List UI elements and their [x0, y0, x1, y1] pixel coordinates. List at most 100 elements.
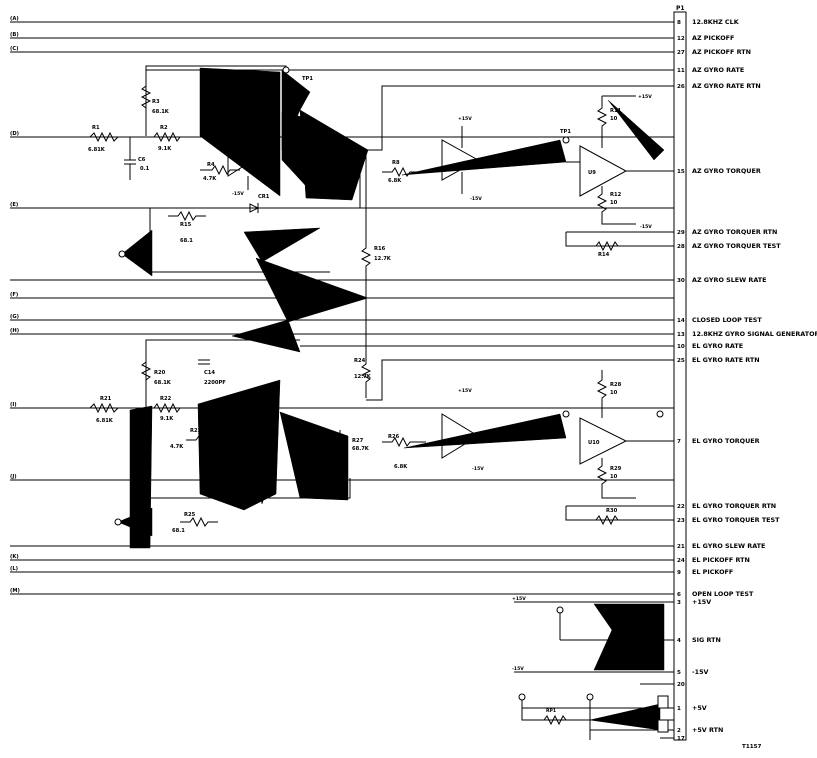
r26-value: 6.8K	[394, 464, 408, 470]
connector-label: P1	[676, 5, 685, 12]
signal-ref: (H)	[10, 328, 19, 334]
el-feedback-wedge	[403, 413, 567, 449]
signal-ref: (D)	[10, 131, 19, 137]
pin-signal-name: AZ GYRO RATE RTN	[692, 82, 761, 90]
r24-value: 12.7K	[354, 374, 372, 380]
pin-number: 10	[677, 344, 685, 350]
pin-number: 5	[677, 670, 681, 676]
pin-signal-name: EL GYRO TORQUER	[692, 437, 760, 445]
pin-number: 20	[677, 682, 685, 688]
drawing-number: T1157	[742, 744, 761, 750]
r2-value: 9.1K	[158, 146, 172, 152]
svg-text:-15V: -15V	[640, 224, 652, 230]
signal-ref: (J)	[10, 474, 17, 480]
pin-signal-name: AZ GYRO TORQUER	[692, 167, 761, 175]
svg-text:+15V: +15V	[458, 116, 472, 122]
signal-ref: (G)	[10, 314, 19, 320]
pin-number: 12	[677, 36, 685, 42]
r16-value: 12.7K	[374, 256, 392, 262]
r11-value: 10	[610, 116, 618, 122]
c10-label: C10	[608, 610, 618, 616]
pin-signal-name: OPEN LOOP TEST	[692, 590, 754, 598]
rp1-label: RP1	[546, 708, 556, 714]
pin-number: 30	[677, 278, 685, 284]
u9-label: U9	[588, 170, 596, 176]
pin-number: 24	[677, 558, 685, 564]
pin-number: 13	[677, 332, 685, 338]
az-tp-wedge	[121, 229, 153, 277]
pin-signal-name: EL PICKOFF	[692, 568, 733, 576]
pin-signal-name: AZ GYRO SLEW RATE	[692, 276, 767, 284]
signal-ref: (L)	[10, 566, 18, 572]
az-mid-wedge-2	[255, 257, 369, 323]
signal-ref: (B)	[10, 32, 19, 38]
pin-number: 27	[677, 50, 685, 56]
pin-number: 1	[677, 706, 681, 712]
cr3-label: CR3	[206, 466, 218, 472]
r27-label: R27	[352, 438, 364, 444]
pin-number: 15	[677, 169, 685, 175]
signal-ref: (A)	[10, 16, 19, 22]
r15-label: R15	[180, 222, 192, 228]
pin-signal-name: EL GYRO TORQUER TEST	[692, 516, 780, 524]
r22-value: 9.1K	[160, 416, 174, 422]
r21-value: 6.81K	[96, 418, 114, 424]
c14-value: 2200PF	[204, 380, 226, 386]
r20-label: R20	[154, 370, 166, 376]
pin-number: 9	[677, 570, 681, 576]
pin-signal-name: EL GYRO RATE RTN	[692, 356, 760, 364]
pin-number: 23	[677, 518, 685, 524]
r4-value: 4.7K	[203, 176, 217, 182]
az-feedback-wedge	[401, 139, 567, 176]
az-region-c	[299, 109, 369, 201]
signal-ref: (K)	[10, 554, 19, 560]
pin-signal-name: AZ GYRO TORQUER TEST	[692, 242, 781, 250]
r29-label: R29	[610, 466, 622, 472]
el-region-d	[253, 459, 277, 505]
r1-label: R1	[92, 125, 100, 131]
r2-label: R2	[160, 125, 168, 131]
svg-text:+15V: +15V	[512, 596, 526, 602]
pin-number: 2	[677, 728, 681, 734]
signal-ref: (I)	[10, 402, 17, 408]
r28-label: R28	[610, 382, 622, 388]
az-channel: R1 6.81K R3 68.1K R2 9.1K C6 0.1 U1 R4 4…	[10, 65, 674, 353]
r21-label: R21	[100, 396, 112, 402]
signal-lines	[10, 21, 674, 739]
r1-value: 6.81K	[88, 147, 106, 153]
signal-ref: (F)	[10, 292, 18, 298]
r22-label: R22	[160, 396, 172, 402]
r12-label: R12	[610, 192, 622, 198]
r23-value: 4.7K	[170, 444, 184, 450]
svg-text:+15V: +15V	[638, 94, 652, 100]
pin-number: 22	[677, 504, 685, 510]
pin-signal-name: AZ PICKOFF RTN	[692, 48, 751, 56]
el-channel: R21 6.81K R20 68.1K R22 9.1K C14 2200PF …	[89, 282, 674, 549]
r25-value: 68.1	[172, 528, 185, 534]
pin-number: 4	[677, 638, 681, 644]
pin-number: 28	[677, 244, 685, 250]
svg-text:-15V: -15V	[232, 191, 244, 197]
pin-signal-name: AZ GYRO TORQUER RTN	[692, 228, 777, 236]
pin-signal-name: EL PICKOFF RTN	[692, 556, 750, 564]
pin-signal-name: 12.8KHZ GYRO SIGNAL GENERATOR	[692, 330, 817, 338]
r8-value: 6.8K	[388, 178, 402, 184]
svg-text:TP1: TP1	[560, 129, 571, 135]
svg-text:TP1: TP1	[302, 76, 313, 82]
svg-text:-15V: -15V	[512, 666, 524, 672]
pin-number: 14	[677, 318, 685, 324]
r26-label: R26	[388, 434, 400, 440]
r3-value: 68.1K	[152, 109, 170, 115]
c6-label: C6	[138, 157, 146, 163]
pin-number: 8	[677, 20, 681, 26]
r14-label: R14	[598, 252, 610, 258]
signal-ref: (M)	[10, 588, 20, 594]
r27-value: 68.7K	[352, 446, 370, 452]
az-mid-wedge-3	[231, 319, 301, 353]
r24-label: R24	[354, 358, 366, 364]
r4-label: R4	[207, 162, 215, 168]
el-region-c	[279, 411, 349, 501]
power-section: +15V -15V C10 C12 RP1	[512, 596, 674, 740]
r12-value: 10	[610, 200, 618, 206]
